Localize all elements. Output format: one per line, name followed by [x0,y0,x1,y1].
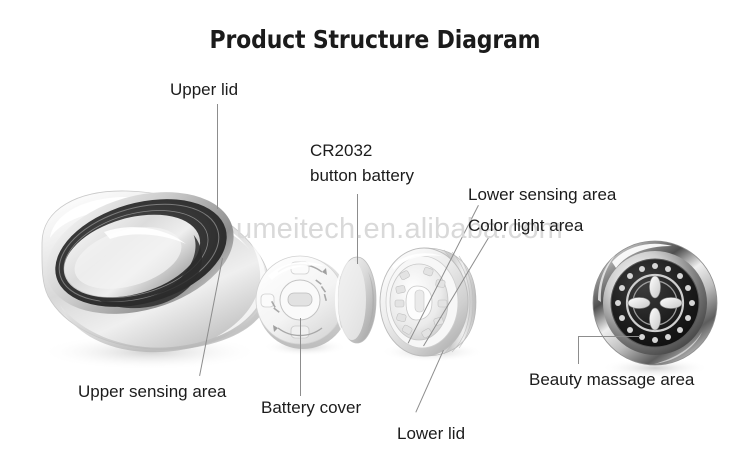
lower-lid-part [379,247,484,362]
label-beauty-massage-area: Beauty massage area [529,370,695,389]
label-cr2032-line2: button battery [310,166,414,185]
label-upper-lid: Upper lid [170,80,239,99]
beauty-massage-head-part [592,240,718,378]
label-lower-sensing-area: Lower sensing area [468,185,617,204]
label-battery-cover: Battery cover [261,398,362,417]
leader-cr2032-battery [357,194,359,264]
label-cr2032-line1: CR2032 [310,141,373,160]
label-lower-lid: Lower lid [397,424,466,443]
label-color-light-area: Color light area [468,216,584,235]
cr2032-battery-part [335,256,377,344]
leader-beauty-massage-area-tail [578,336,580,364]
leader-battery-cover [300,318,302,396]
battery-cover-part [255,255,349,356]
leader-beauty-massage-area [578,336,640,338]
label-upper-sensing-area: Upper sensing area [78,382,227,401]
page-title: Product Structure Diagram [209,25,541,54]
leader-upper-lid [217,104,219,209]
upper-lid-part [40,190,271,370]
